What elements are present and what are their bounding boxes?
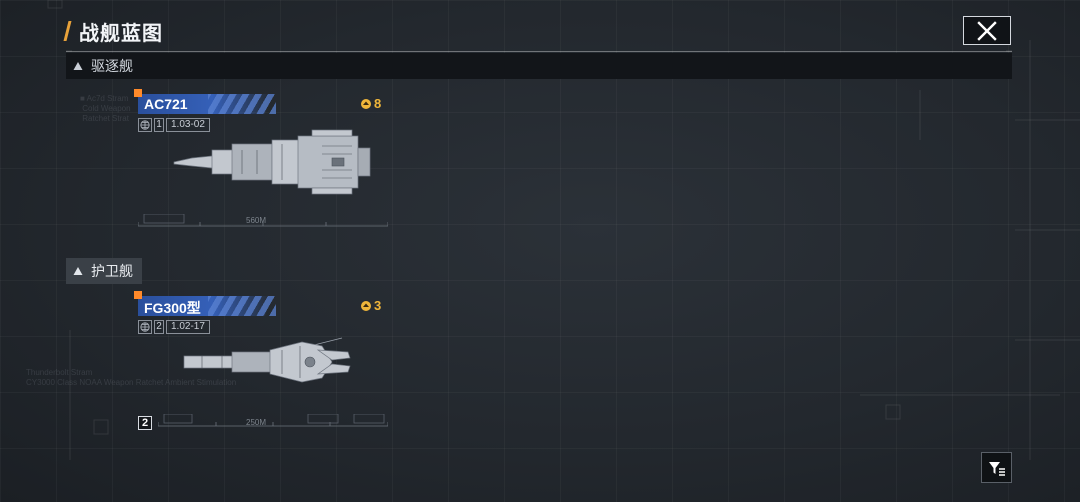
ship-name: FG300型 (144, 300, 201, 316)
title-bar: 战舰蓝图 (63, 14, 163, 48)
filter-icon (988, 461, 1005, 476)
scale-label: 250M (246, 418, 267, 427)
scale-bar (138, 214, 388, 227)
corner-marker (134, 89, 142, 97)
ship-tier: 1 (154, 118, 164, 132)
ship-cost-value: 8 (374, 96, 382, 111)
ship-card-fg300[interactable]: FG300型 3 2 1.02-17 (134, 291, 438, 452)
ship-blueprint-image (183, 337, 351, 383)
command-point-icon (361, 98, 371, 109)
close-button[interactable] (963, 16, 1011, 45)
globe-icon (138, 118, 152, 132)
section-header-frigate[interactable]: 护卫舰 (66, 258, 142, 284)
triangle-up-icon (73, 267, 83, 275)
ship-meta: 1 1.03-02 (138, 118, 210, 132)
corner-marker (134, 291, 142, 299)
scale-label: 560M (246, 216, 267, 225)
ship-count-badge: 2 (138, 416, 152, 430)
section-label-frigate: 护卫舰 (91, 263, 133, 279)
ship-name: AC721 (144, 96, 188, 112)
section-header-destroyer[interactable]: 驱逐舰 (66, 53, 1012, 79)
ship-version: 1.03-02 (166, 118, 210, 132)
triangle-up-icon (73, 62, 83, 70)
header-divider (66, 51, 1012, 52)
background-watermark-text: ■ Ac7d Stram Cold Weapon Ratchet Strat (80, 94, 131, 123)
globe-icon (138, 320, 152, 334)
ship-cost: 3 (360, 298, 381, 313)
command-point-icon (361, 300, 371, 311)
ship-meta: 2 1.02-17 (138, 320, 210, 334)
ship-card-ac721[interactable]: AC721 8 1 1.03-02 (134, 89, 438, 250)
name-tag-stripes (208, 94, 276, 114)
ship-blueprint-image (173, 129, 371, 195)
ship-cost-value: 3 (374, 298, 382, 313)
section-label-destroyer: 驱逐舰 (91, 58, 133, 74)
page-title: 战舰蓝图 (79, 22, 163, 45)
ship-version: 1.02-17 (166, 320, 210, 334)
ship-cost: 8 (360, 96, 381, 111)
name-tag-stripes (208, 296, 276, 316)
scale-bar (158, 414, 388, 427)
title-accent-bar (63, 21, 72, 41)
filter-button[interactable] (981, 452, 1012, 483)
close-icon (977, 20, 997, 41)
ship-tier: 2 (154, 320, 164, 334)
